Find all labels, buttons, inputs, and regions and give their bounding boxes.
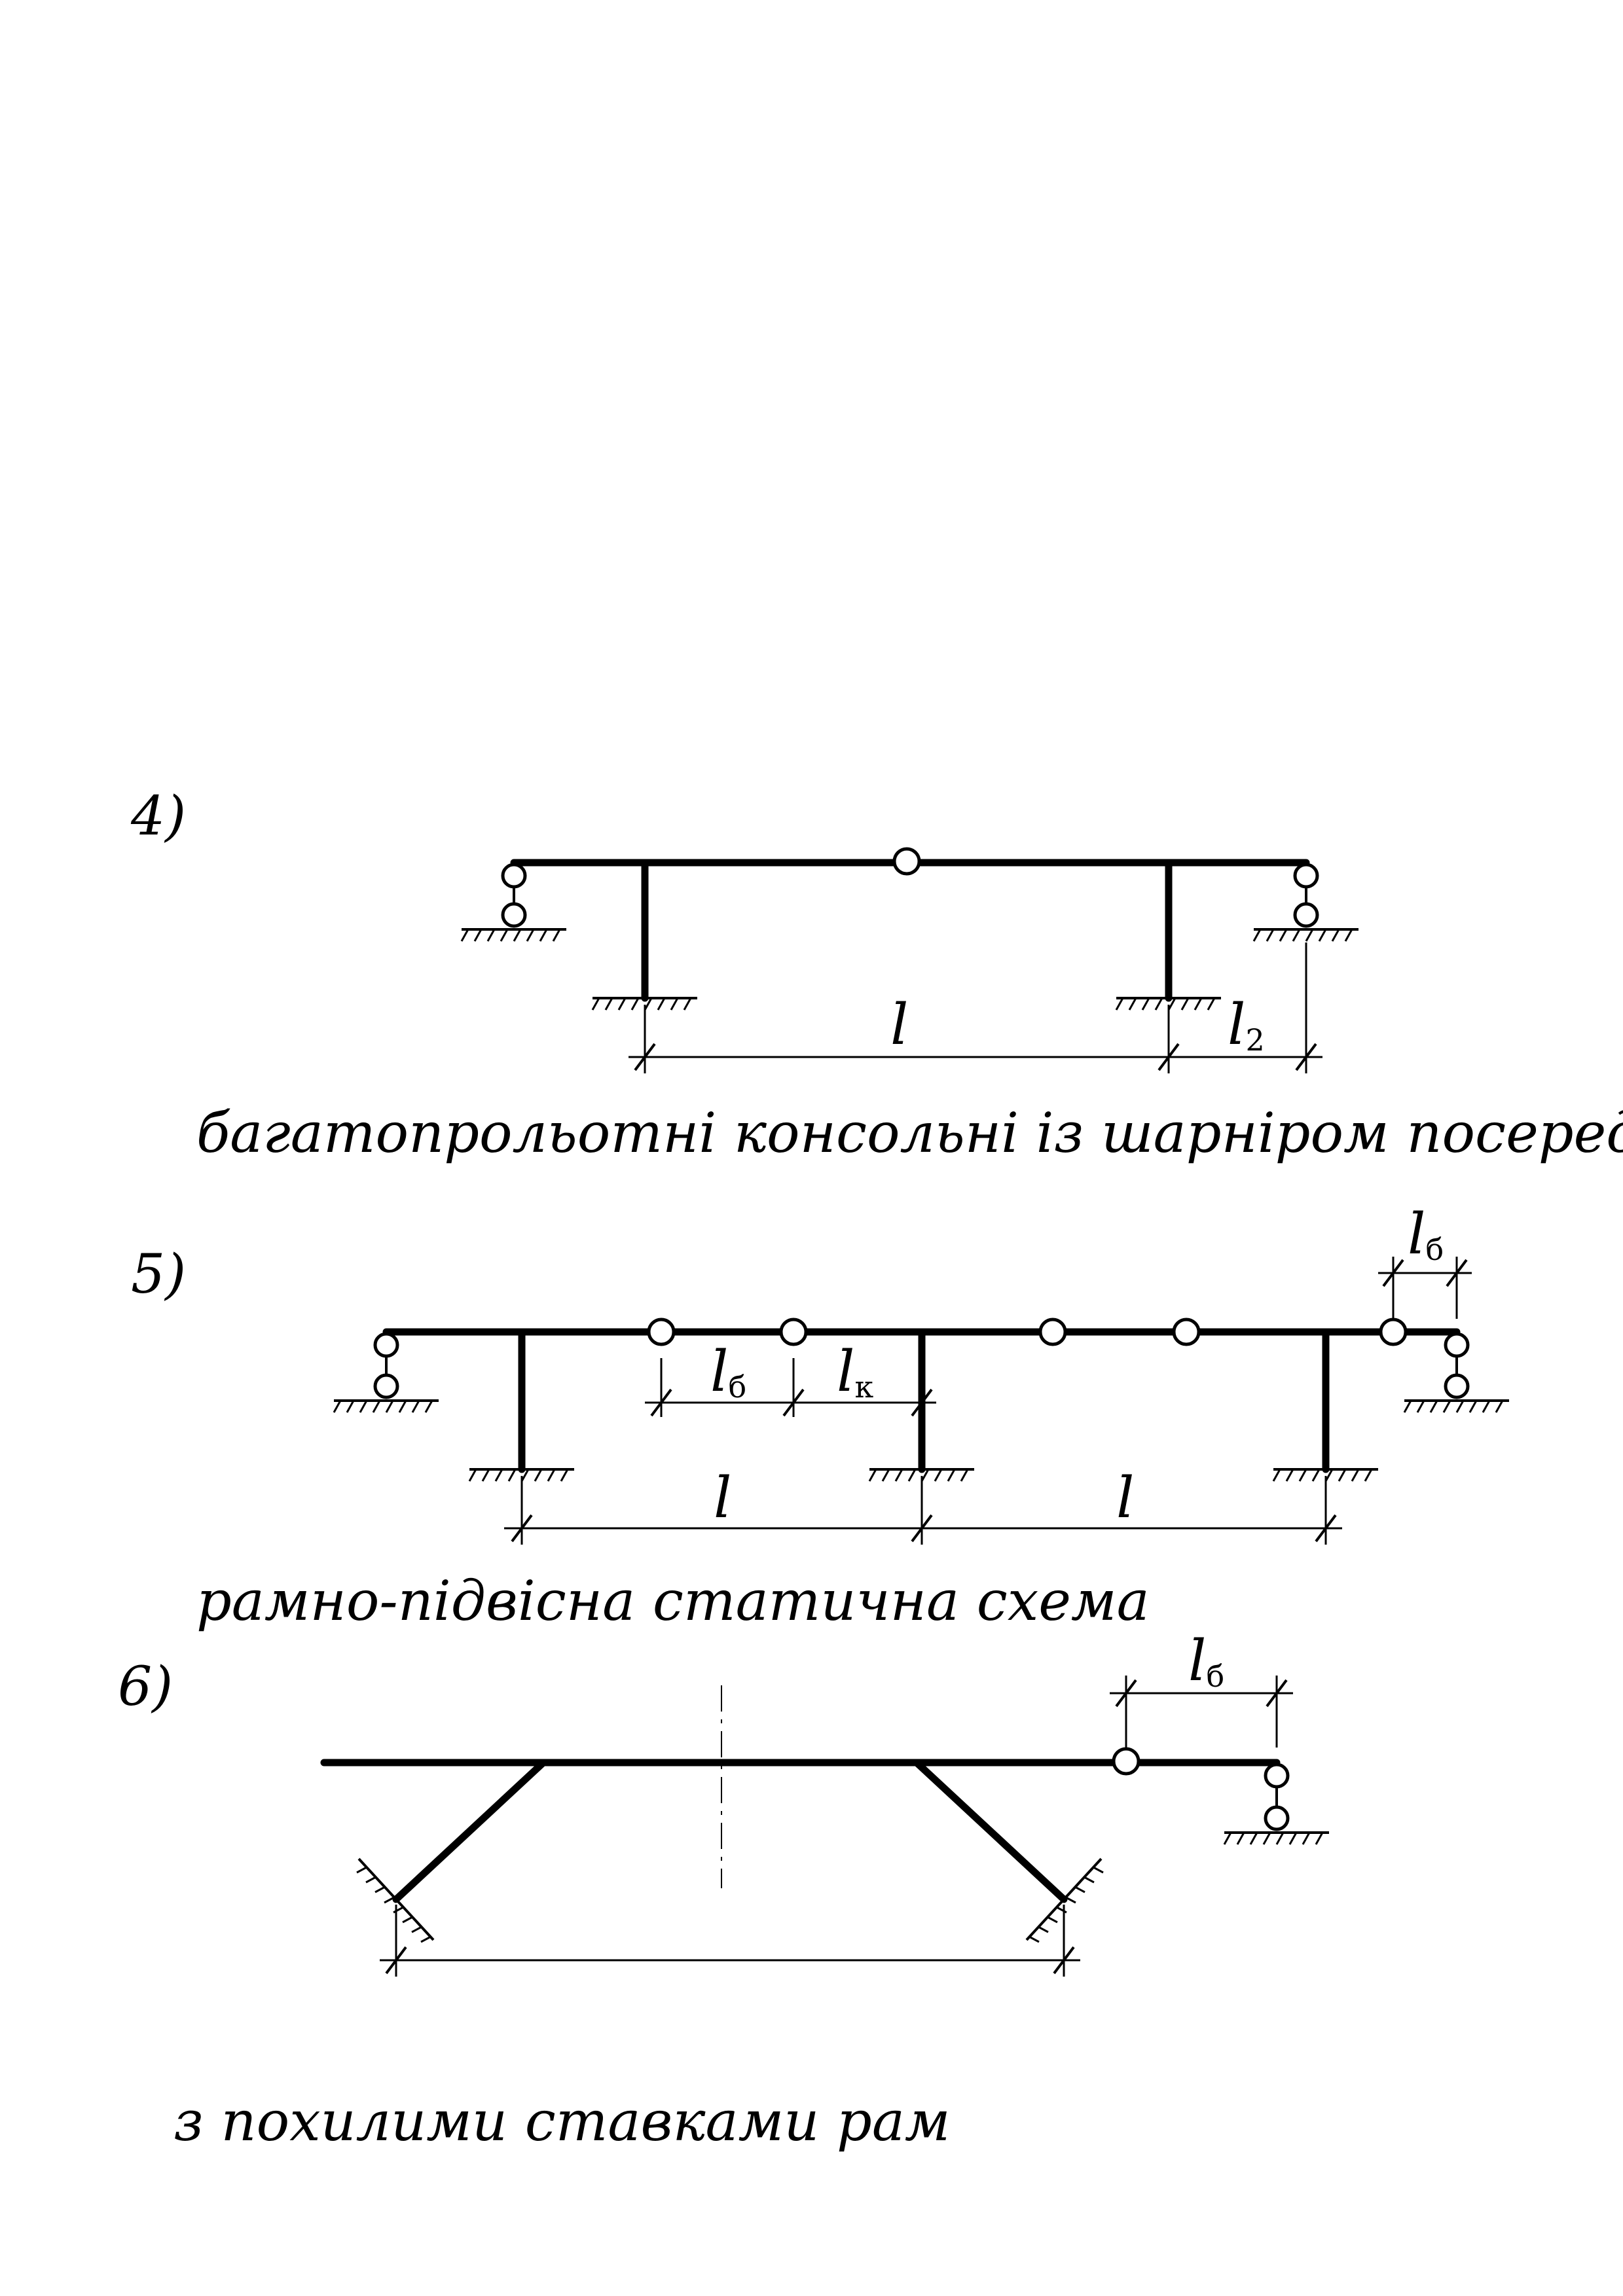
scheme-5-dim-lk: lк (837, 1339, 874, 1405)
scheme-5-dim-bottom (504, 1476, 1342, 1545)
scheme-4-dim-l2: l2 (1228, 992, 1265, 1058)
scheme-5-hinge-5 (1379, 1318, 1408, 1346)
scheme-5-rod-support-left (333, 1332, 439, 1413)
scheme-6-caption: з похилими ставками рам (173, 2089, 951, 2153)
scheme-5-dim-inner (645, 1358, 936, 1417)
scheme-5-dim-lb-inner: lб (710, 1339, 746, 1405)
scheme-4-dimension-lines (629, 942, 1322, 1073)
scheme-5-hinge-4 (1172, 1318, 1201, 1346)
scheme-6-inclined-leg-left (392, 1759, 547, 1903)
scheme-6-fixed-support-left (356, 1857, 435, 1943)
scheme-4-rod-support-right (1252, 863, 1359, 942)
scheme-4-dim-l: l (890, 992, 909, 1058)
scheme-5-rod-support-right (1403, 1332, 1509, 1413)
scheme-4-rod-support-left (460, 863, 566, 942)
scheme-5-fixed-support-1 (468, 1468, 574, 1482)
scheme-6-dim-top (1110, 1676, 1293, 1748)
scheme-5-hinge-2 (779, 1318, 808, 1346)
scheme-5-number: 5) (131, 1244, 186, 1306)
scheme-4-caption: багатопрольотні консольні із шарніром по… (196, 1101, 1623, 1165)
scheme-6-rod-support-right (1223, 1763, 1329, 1845)
scheme-4-middle-hinge (892, 847, 921, 876)
scheme-5-hinge-3 (1038, 1318, 1067, 1346)
scheme-5-fixed-support-3 (1272, 1468, 1378, 1482)
scheme-4-fixed-support-right (1115, 997, 1221, 1011)
scheme-6-fixed-support-right (1025, 1857, 1104, 1943)
scheme-5-dim-l-left: l (714, 1465, 732, 1531)
scheme-6-inclined-leg-right (913, 1759, 1068, 1903)
scheme-5-dim-l-right: l (1116, 1465, 1135, 1531)
scheme-4-number: 4) (130, 785, 186, 848)
scheme-5-hinge-1 (647, 1318, 676, 1346)
scheme-5-caption: рамно-підвісна статична схема (196, 1569, 1150, 1633)
scheme-4: 4) (130, 785, 1623, 1165)
scheme-6-number: 6) (118, 1656, 173, 1718)
scheme-6-dim-lb: lб (1188, 1628, 1224, 1694)
scheme-6-hinge (1112, 1747, 1140, 1776)
scheme-5-fixed-support-2 (868, 1468, 974, 1482)
scheme-6-dim-bottom (380, 1905, 1080, 1977)
scheme-5: 5) (131, 1202, 1509, 1633)
scheme-5-dim-top-right (1378, 1257, 1472, 1319)
scheme-5-dim-lb-top: lб (1408, 1202, 1444, 1267)
scheme-6: 6) (118, 1628, 1329, 2153)
scheme-4-fixed-support-left (591, 997, 697, 1011)
